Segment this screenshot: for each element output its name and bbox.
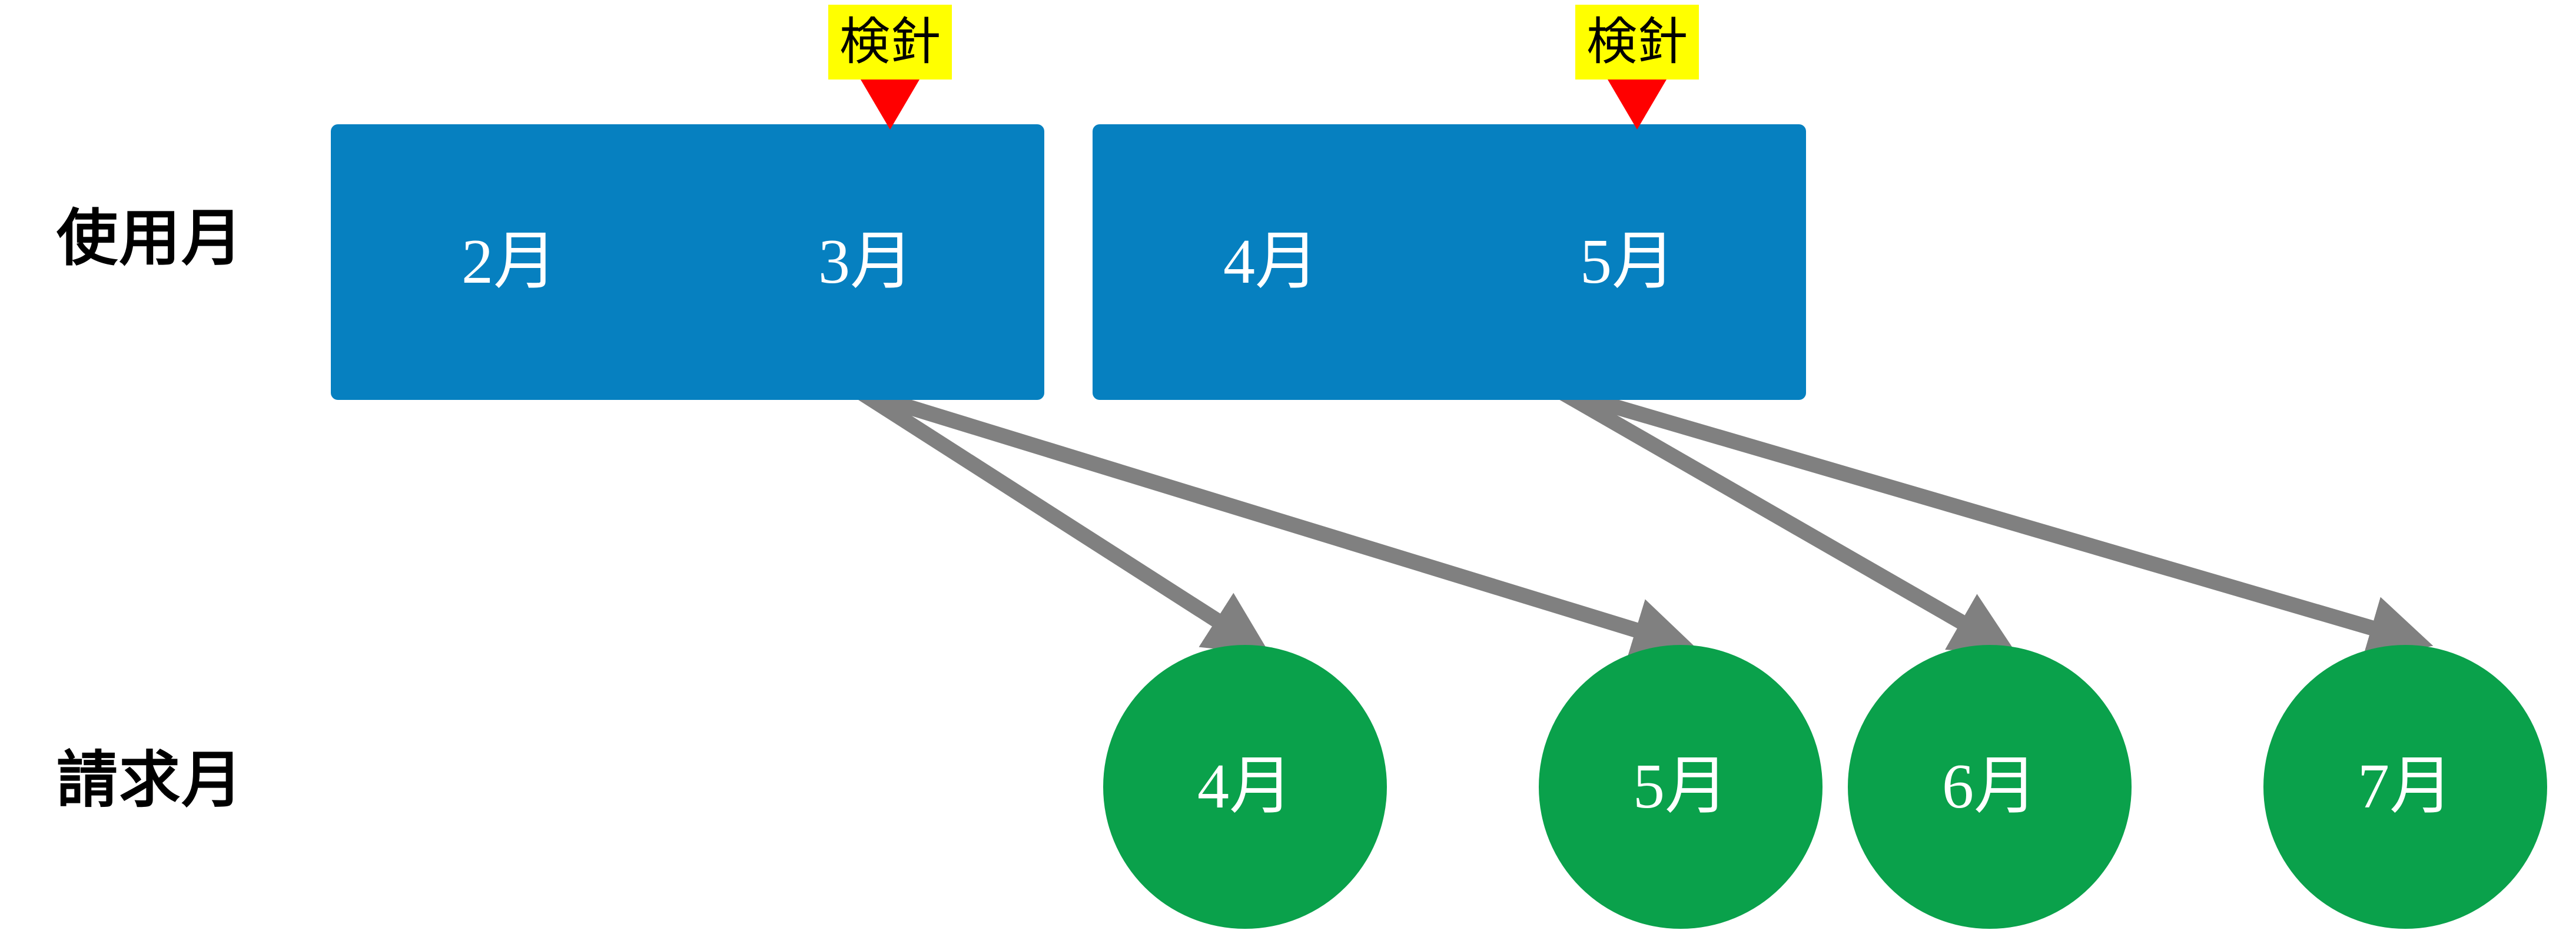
row-label-usage-month: 使用月: [57, 202, 244, 274]
flow-arrow-bar1-to-apr: [856, 386, 1270, 655]
down-triangle-icon: [861, 80, 919, 130]
usage-period-bar-2[interactable]: 4月 5月: [1093, 124, 1806, 400]
billing-month-circle-apr[interactable]: 4月: [1103, 645, 1387, 929]
meter-reading-marker-2[interactable]: 検針: [1575, 5, 1699, 130]
flow-arrow-bar2-to-jul: [1555, 382, 2434, 659]
flow-arrow-bar2-to-jun: [1553, 383, 2017, 654]
usage-period-bar-1[interactable]: 2月 3月: [331, 124, 1044, 400]
usage-month-may: 5月: [1579, 227, 1675, 297]
meter-reading-label-1: 検針: [828, 5, 952, 80]
row-label-billing-month: 請求月: [57, 744, 244, 816]
billing-month-circle-jul[interactable]: 7月: [2263, 645, 2547, 929]
usage-month-apr: 4月: [1223, 227, 1319, 297]
meter-reading-label-2: 検針: [1575, 5, 1699, 80]
billing-month-circle-may[interactable]: 5月: [1539, 645, 1823, 929]
usage-month-feb: 2月: [461, 227, 557, 297]
usage-month-mar: 3月: [818, 227, 914, 297]
flow-arrow-bar1-to-may: [858, 385, 1698, 661]
down-triangle-icon: [1608, 80, 1667, 130]
billing-month-circle-jun[interactable]: 6月: [1848, 645, 2132, 929]
meter-reading-marker-1[interactable]: 検針: [828, 5, 952, 130]
